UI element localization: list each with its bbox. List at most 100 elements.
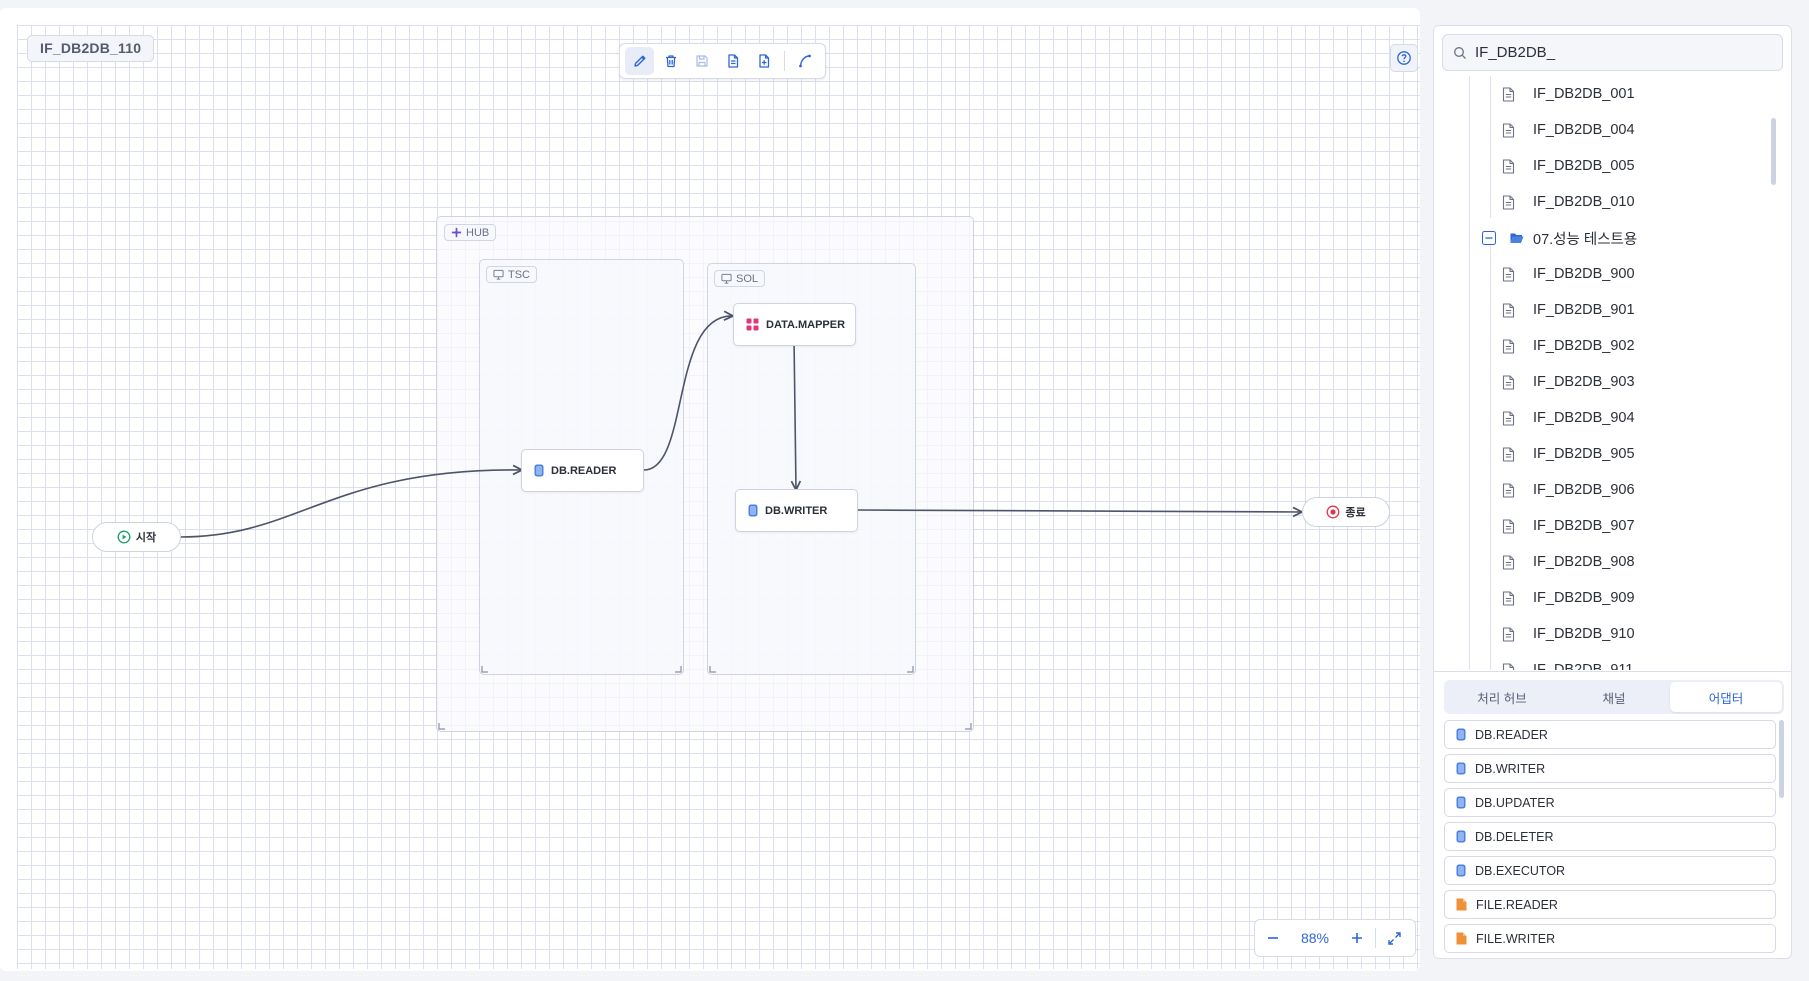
tree-file-item[interactable]: IF_DB2DB_911 (1502, 652, 1633, 670)
question-circle-icon (1397, 51, 1411, 65)
edge-data-mapper-to-db-writer[interactable] (794, 337, 796, 490)
palette-tab[interactable]: 처리 허브 (1477, 691, 1527, 706)
search-input[interactable] (1475, 44, 1765, 61)
collapse-icon[interactable] (1482, 231, 1496, 245)
file-icon (1502, 518, 1515, 534)
zoom-level: 88% (1300, 930, 1330, 946)
tree-guide-line (1490, 76, 1491, 218)
tree-file-label: IF_DB2DB_904 (1533, 410, 1635, 426)
file-icon (1502, 158, 1515, 174)
tree-file-item[interactable]: IF_DB2DB_904 (1502, 400, 1635, 436)
adapter-palette-item[interactable]: DB.UPDATER (1444, 788, 1776, 817)
delete-button[interactable] (656, 47, 685, 75)
canvas-toolbar (619, 43, 826, 79)
tree-file-item[interactable]: IF_DB2DB_900 (1502, 256, 1635, 292)
file-adapter-icon (1456, 932, 1467, 945)
tree-file-item[interactable]: IF_DB2DB_906 (1502, 472, 1635, 508)
fit-view-button[interactable] (1376, 920, 1412, 956)
new-document-button[interactable] (749, 47, 778, 75)
trash-icon (665, 55, 676, 68)
start-node[interactable]: 시작 (92, 522, 181, 552)
adapter-palette-item[interactable]: DB.DELETER (1444, 822, 1776, 851)
sol-group-label: SOL (714, 270, 766, 287)
flow-canvas[interactable]: IF_DB2DB_110 (0, 8, 1420, 971)
file-icon (1502, 554, 1515, 570)
tree-file-item[interactable]: IF_DB2DB_004 (1502, 112, 1635, 148)
palette-tab[interactable]: 어댑터 (1670, 682, 1782, 712)
tree-file-item[interactable]: IF_DB2DB_908 (1502, 544, 1635, 580)
tree-file-item[interactable]: IF_DB2DB_001 (1502, 76, 1635, 112)
tree-file-label: IF_DB2DB_001 (1533, 86, 1635, 102)
database-icon (534, 464, 544, 477)
tree-guide-line (1469, 76, 1470, 670)
document-button[interactable] (718, 47, 747, 75)
tree-file-item[interactable]: IF_DB2DB_902 (1502, 328, 1635, 364)
adapter-palette-label: DB.WRITER (1475, 761, 1546, 776)
tree-file-label: IF_DB2DB_900 (1533, 266, 1635, 282)
tree-file-item[interactable]: IF_DB2DB_910 (1502, 616, 1635, 652)
file-icon (1502, 266, 1515, 282)
db-reader-node[interactable]: DB.READER (521, 449, 644, 492)
file-icon (1502, 662, 1515, 670)
tree-folder-item[interactable]: 07.성능 테스트용 (1482, 220, 1637, 256)
resize-handle-icon[interactable] (438, 722, 446, 730)
flow-title: IF_DB2DB_110 (27, 35, 155, 62)
zoom-in-button[interactable] (1339, 920, 1375, 956)
edge-db-writer-to-end[interactable] (857, 510, 1302, 512)
tsc-group-label: TSC (486, 266, 537, 283)
file-icon (1502, 302, 1515, 318)
search-icon (1454, 46, 1466, 59)
data-mapper-node[interactable]: DATA.MAPPER (733, 303, 856, 346)
zoom-out-button[interactable] (1255, 920, 1291, 956)
monitor-icon (493, 269, 504, 280)
adapter-palette-item[interactable]: DB.WRITER (1444, 754, 1776, 783)
tree-file-item[interactable]: IF_DB2DB_909 (1502, 580, 1635, 616)
save-button[interactable] (687, 47, 716, 75)
adapter-palette-item[interactable]: FILE.WRITER (1444, 924, 1776, 953)
tree-file-label: IF_DB2DB_908 (1533, 554, 1635, 570)
edge-start-to-db-reader[interactable] (179, 470, 522, 538)
tree-file-item[interactable]: IF_DB2DB_010 (1502, 184, 1635, 220)
hub-icon (451, 227, 462, 238)
help-button[interactable] (1390, 44, 1418, 72)
edge-db-reader-to-data-mapper[interactable] (643, 316, 733, 471)
connect-edge-button[interactable] (791, 47, 820, 75)
file-icon (1502, 482, 1515, 498)
db-writer-node[interactable]: DB.WRITER (735, 489, 858, 532)
tree-file-item[interactable]: IF_DB2DB_907 (1502, 508, 1635, 544)
tree-file-item[interactable]: IF_DB2DB_005 (1502, 148, 1635, 184)
resize-handle-icon[interactable] (906, 665, 914, 673)
adapter-palette-item[interactable]: DB.READER (1444, 720, 1776, 749)
resize-handle-icon[interactable] (709, 665, 717, 673)
play-circle-icon (117, 530, 131, 544)
tree-file-item[interactable]: IF_DB2DB_903 (1502, 364, 1635, 400)
adapter-palette-item[interactable]: FILE.READER (1444, 890, 1776, 919)
database-icon (748, 504, 758, 517)
file-icon (1502, 446, 1515, 462)
resize-handle-icon[interactable] (964, 722, 972, 730)
resize-handle-icon[interactable] (481, 665, 489, 673)
tree-file-label: IF_DB2DB_905 (1533, 446, 1635, 462)
tree-file-label: IF_DB2DB_004 (1533, 122, 1635, 138)
edit-button[interactable] (625, 47, 654, 75)
zoom-divider (1375, 928, 1376, 948)
palette-tab[interactable]: 채널 (1602, 691, 1626, 706)
palette-scrollbar[interactable] (1779, 720, 1784, 798)
resize-handle-icon[interactable] (674, 665, 682, 673)
database-icon (1456, 830, 1466, 843)
tree-scrollbar[interactable] (1771, 118, 1776, 185)
end-node[interactable]: 종료 (1302, 497, 1390, 527)
adapter-palette-item[interactable]: DB.EXECUTOR (1444, 856, 1776, 885)
edge-layer (179, 8, 1420, 538)
tree-file-label: IF_DB2DB_906 (1533, 482, 1635, 498)
mapper-grid-icon (746, 318, 759, 331)
file-icon (1502, 86, 1515, 102)
db-reader-node-label: DB.READER (551, 464, 617, 477)
tree-guide-line (1490, 242, 1491, 670)
file-adapter-icon (1456, 898, 1467, 911)
tree-file-item[interactable]: IF_DB2DB_901 (1502, 292, 1635, 328)
tree-file-item[interactable]: IF_DB2DB_905 (1502, 436, 1635, 472)
search-box[interactable] (1442, 34, 1783, 71)
tree-file-label: IF_DB2DB_911 (1533, 662, 1634, 670)
sol-label-text: SOL (736, 272, 759, 285)
